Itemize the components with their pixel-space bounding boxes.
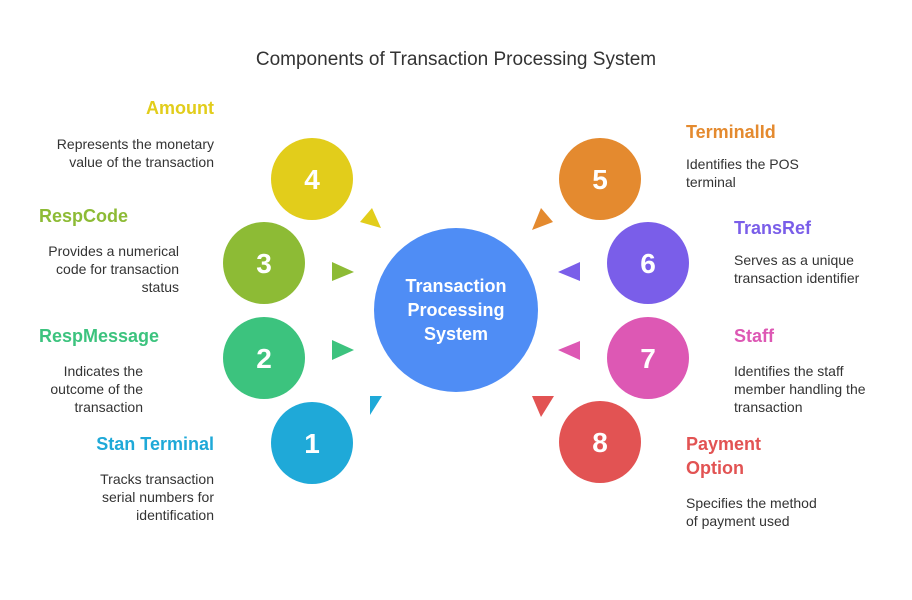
item-number-3: 3 xyxy=(256,248,272,279)
item-heading-5: TerminalId xyxy=(686,122,776,142)
item-heading-2: RespMessage xyxy=(39,326,160,346)
item-number-1: 1 xyxy=(304,428,320,459)
item-circle-5: 5 xyxy=(559,138,641,220)
center-label-text: Transaction Processing System xyxy=(405,276,507,344)
center-label: Transaction Processing System xyxy=(374,228,538,392)
arrow-3 xyxy=(332,262,354,281)
item-circle-4: 4 xyxy=(271,138,353,220)
arrow-5 xyxy=(532,208,553,230)
arrow-4 xyxy=(360,208,381,228)
item-circle-6: 6 xyxy=(607,222,689,304)
item-circle-7: 7 xyxy=(607,317,689,399)
arrow-8 xyxy=(532,396,554,417)
item-circle-3: 3 xyxy=(223,222,305,304)
diagram-title: Components of Transaction Processing Sys… xyxy=(255,49,657,70)
item-description-6: Serves as a unique transaction identifie… xyxy=(734,252,860,286)
item-heading-3: RespCode xyxy=(39,206,129,226)
arrow-1 xyxy=(370,396,382,415)
item-description-8: Specifies the method of payment used xyxy=(686,495,817,529)
item-number-5: 5 xyxy=(592,164,608,195)
item-heading-4: Amount xyxy=(146,98,214,118)
item-description-5: Identifies the POS terminal xyxy=(686,156,799,190)
arrow-2 xyxy=(332,340,354,360)
arrow-6 xyxy=(558,262,580,281)
item-description-3: Provides a numerical code for transactio… xyxy=(48,243,179,295)
item-heading-6: TransRef xyxy=(734,218,812,238)
item-description-7: Identifies the staff member handling the… xyxy=(734,363,866,415)
item-description-1: Tracks transaction serial numbers for id… xyxy=(100,471,214,523)
item-number-7: 7 xyxy=(640,343,656,374)
item-circle-2: 2 xyxy=(223,317,305,399)
item-heading-8: Payment Option xyxy=(686,434,762,478)
item-number-8: 8 xyxy=(592,427,608,458)
item-description-4: Represents the monetary value of the tra… xyxy=(56,136,214,170)
item-number-6: 6 xyxy=(640,248,656,279)
item-heading-1: Stan Terminal xyxy=(96,434,214,454)
item-description-2: Indicates the outcome of the transaction xyxy=(50,363,143,415)
item-circle-1: 1 xyxy=(271,402,353,484)
item-circle-8: 8 xyxy=(559,401,641,483)
item-heading-7: Staff xyxy=(734,326,774,346)
item-number-4: 4 xyxy=(304,164,320,195)
arrow-7 xyxy=(558,341,580,360)
item-number-2: 2 xyxy=(256,343,272,374)
center-circle xyxy=(374,228,538,392)
